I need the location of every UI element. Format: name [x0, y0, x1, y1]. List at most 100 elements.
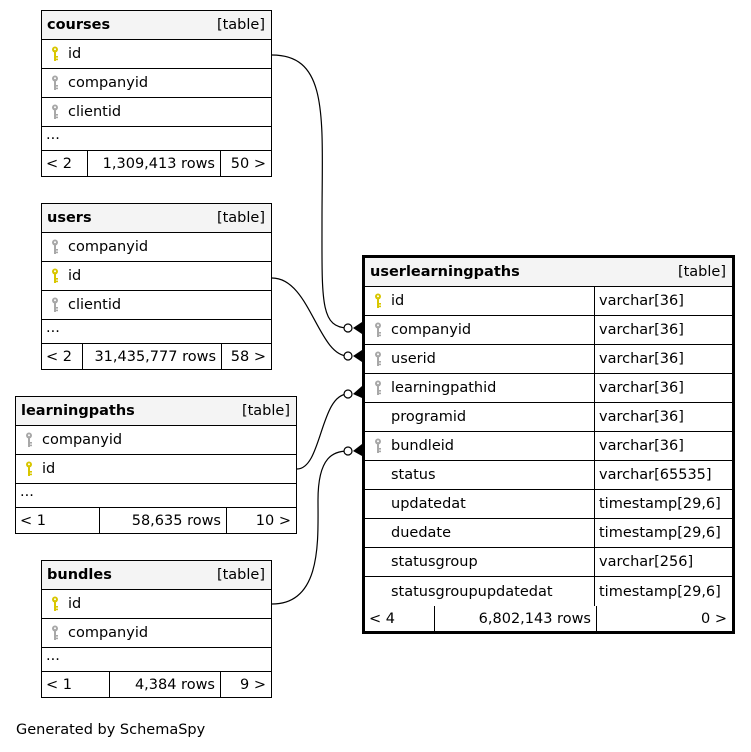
- foreign-key-icon: [374, 351, 382, 367]
- row-count: 1,309,413 rows: [87, 151, 220, 176]
- children-count[interactable]: 0 >: [596, 606, 732, 631]
- column-name: companyid: [68, 75, 149, 91]
- row-count: 6,802,143 rows: [434, 606, 596, 631]
- table-footer: < 4 6,802,143 rows 0 >: [365, 606, 732, 631]
- table-header: bundles [table]: [42, 561, 271, 590]
- generated-by-label: Generated by SchemaSpy: [16, 722, 206, 738]
- column-name: status: [391, 467, 436, 483]
- column-row[interactable]: companyid: [42, 233, 271, 262]
- primary-key-icon: [51, 268, 59, 284]
- column-row[interactable]: id: [42, 40, 271, 69]
- primary-key-icon: [25, 461, 33, 477]
- parents-count[interactable]: < 1: [20, 512, 46, 529]
- column-row[interactable]: id: [42, 262, 271, 291]
- column-type: varchar[36]: [594, 403, 732, 431]
- edge-courses-userlearningpaths: [271, 54, 349, 329]
- zero-cardinality-marker: [343, 389, 353, 399]
- table-tag: [table]: [216, 210, 265, 226]
- column-row[interactable]: clientid: [42, 98, 271, 127]
- table-name[interactable]: users: [47, 210, 92, 226]
- zero-cardinality-marker: [343, 351, 353, 361]
- table-courses[interactable]: courses [table] id companyid clientid ..…: [41, 10, 272, 177]
- parents-count[interactable]: < 1: [46, 676, 72, 693]
- children-count[interactable]: 10 >: [226, 508, 296, 533]
- column-name: id: [391, 293, 405, 309]
- foreign-key-icon: [374, 322, 382, 338]
- edge-bundles-userlearningpaths: [271, 450, 349, 605]
- table-name[interactable]: courses: [47, 17, 111, 33]
- column-name: companyid: [68, 625, 149, 641]
- column-name: duedate: [391, 525, 452, 541]
- table-name[interactable]: learningpaths: [21, 403, 135, 419]
- parents-count[interactable]: < 2: [46, 348, 72, 365]
- column-name: statusgroup: [391, 554, 478, 570]
- foreign-key-icon: [51, 297, 59, 313]
- column-name: id: [68, 46, 82, 62]
- edge-learningpaths-userlearningpaths: [296, 393, 349, 470]
- parents-count[interactable]: < 2: [46, 155, 72, 172]
- table-tag: [table]: [216, 567, 265, 583]
- column-row[interactable]: learningpathid varchar[36]: [365, 374, 732, 403]
- column-row[interactable]: clientid: [42, 291, 271, 320]
- column-name: learningpathid: [391, 380, 497, 396]
- column-row[interactable]: id: [42, 590, 271, 619]
- column-row[interactable]: programid varchar[36]: [365, 403, 732, 432]
- more-columns: ...: [16, 484, 296, 508]
- foreign-key-icon: [374, 380, 382, 396]
- column-type: varchar[36]: [594, 374, 732, 402]
- children-count[interactable]: 9 >: [220, 672, 271, 697]
- primary-key-icon: [51, 46, 59, 62]
- crowfoot-marker: [353, 444, 362, 456]
- column-row[interactable]: status varchar[65535]: [365, 461, 732, 490]
- table-users[interactable]: users [table] companyid id clientid ... …: [41, 203, 272, 370]
- more-columns: ...: [42, 127, 271, 151]
- column-name: updatedat: [391, 496, 466, 512]
- column-type: timestamp[29,6]: [594, 577, 732, 606]
- children-count[interactable]: 50 >: [220, 151, 271, 176]
- column-type: timestamp[29,6]: [594, 490, 732, 518]
- column-name: companyid: [68, 239, 149, 255]
- column-row[interactable]: companyid: [16, 426, 296, 455]
- column-name: clientid: [68, 297, 122, 313]
- parents-count[interactable]: < 4: [369, 610, 395, 627]
- column-row[interactable]: id: [16, 455, 296, 484]
- more-columns: ...: [42, 320, 271, 344]
- table-name[interactable]: userlearningpaths: [370, 264, 520, 280]
- table-tag: [table]: [677, 264, 726, 280]
- column-type: varchar[65535]: [594, 461, 732, 489]
- column-name: id: [68, 268, 82, 284]
- table-name[interactable]: bundles: [47, 567, 112, 583]
- row-count: 31,435,777 rows: [82, 344, 221, 369]
- column-row[interactable]: duedate timestamp[29,6]: [365, 519, 732, 548]
- more-columns: ...: [42, 648, 271, 672]
- column-row[interactable]: companyid: [42, 619, 271, 648]
- children-count[interactable]: 58 >: [221, 344, 271, 369]
- column-row[interactable]: updatedat timestamp[29,6]: [365, 490, 732, 519]
- table-footer: < 2 1,309,413 rows 50 >: [42, 151, 271, 176]
- foreign-key-icon: [51, 625, 59, 641]
- table-header: userlearningpaths [table]: [365, 258, 732, 287]
- column-name: id: [68, 596, 82, 612]
- edge-users-userlearningpaths: [271, 277, 349, 357]
- column-name: programid: [391, 409, 467, 425]
- foreign-key-icon: [374, 438, 382, 454]
- table-footer: < 1 58,635 rows 10 >: [16, 508, 296, 533]
- foreign-key-icon: [25, 432, 33, 448]
- column-type: timestamp[29,6]: [594, 519, 732, 547]
- column-row[interactable]: companyid: [42, 69, 271, 98]
- table-bundles[interactable]: bundles [table] id companyid ... < 1 4,3…: [41, 560, 272, 698]
- crowfoot-marker: [353, 322, 362, 334]
- table-learningpaths[interactable]: learningpaths [table] companyid id ... <…: [15, 396, 297, 534]
- crowfoot-marker: [353, 350, 362, 362]
- foreign-key-icon: [51, 104, 59, 120]
- column-name: userid: [391, 351, 436, 367]
- column-name: companyid: [42, 432, 123, 448]
- row-count: 58,635 rows: [99, 508, 226, 533]
